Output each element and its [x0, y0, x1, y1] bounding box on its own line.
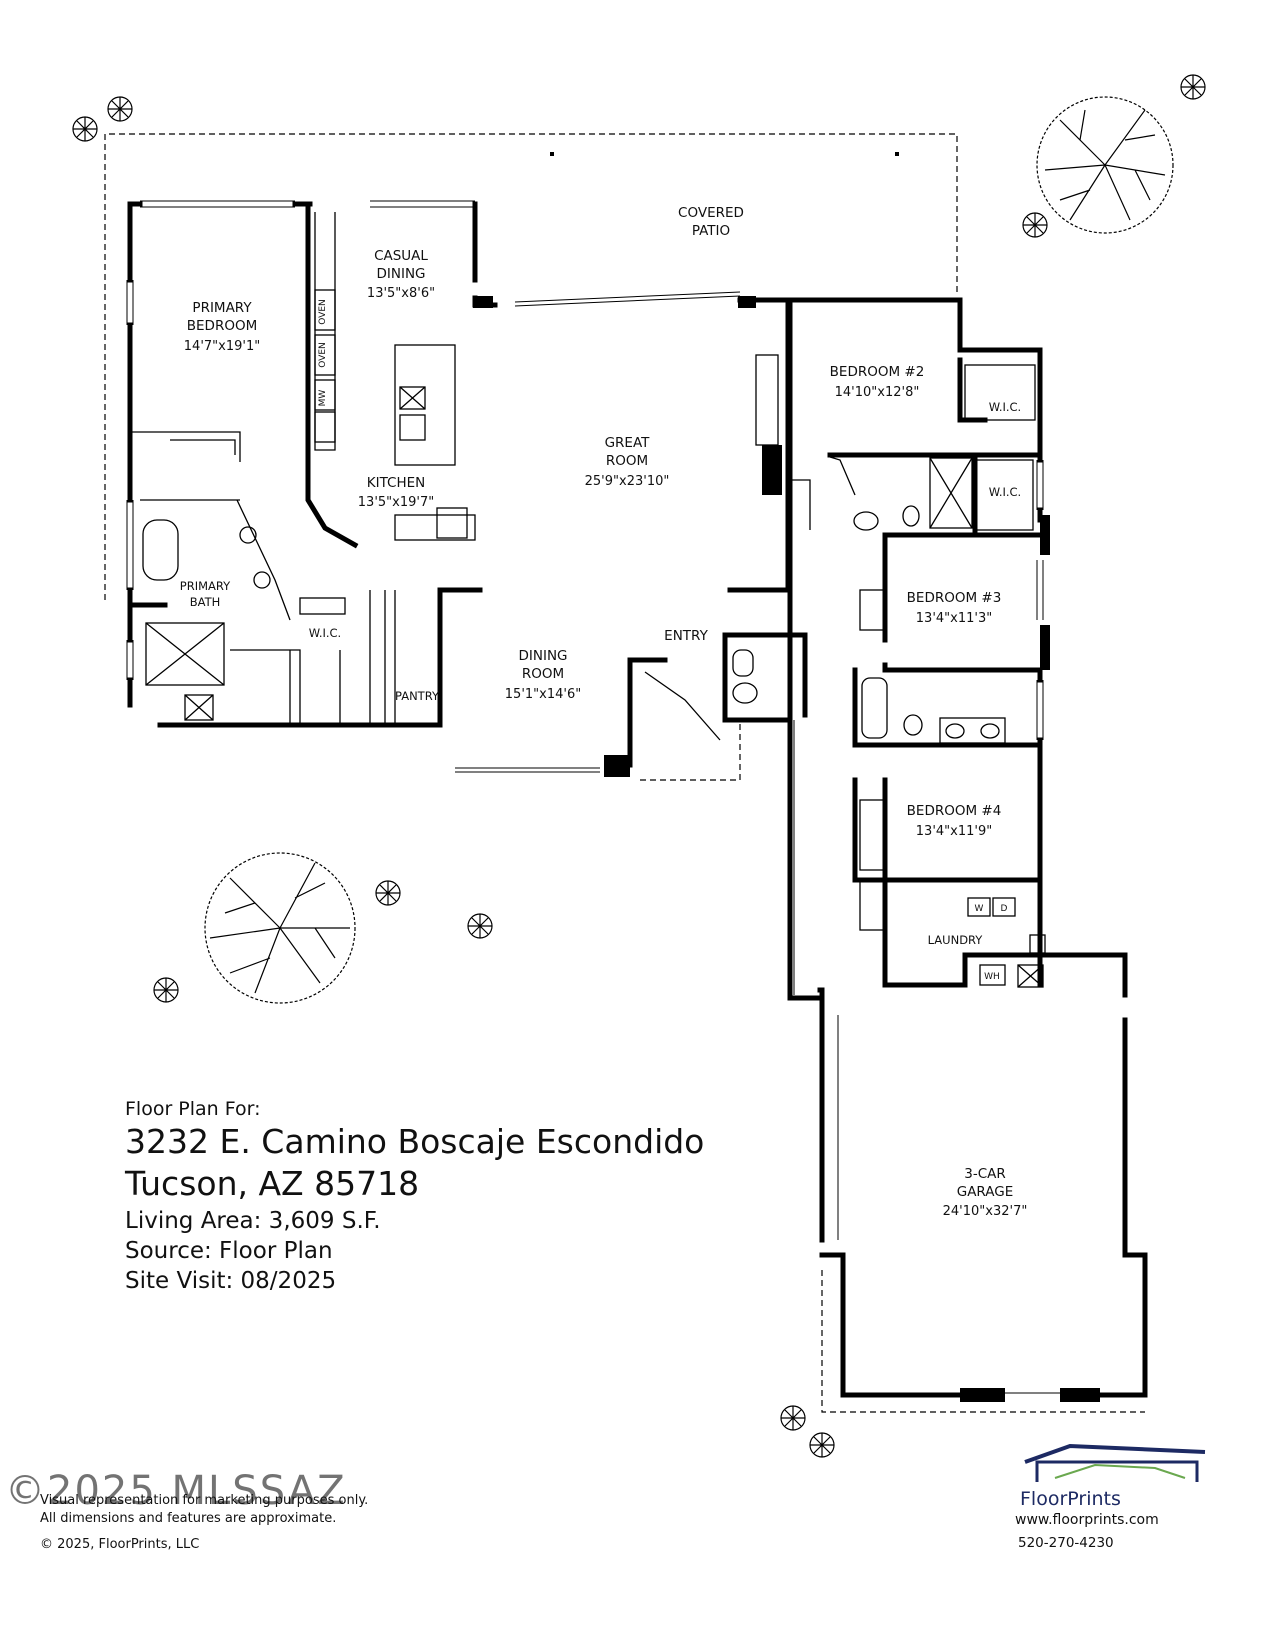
garage-label: 3-CAR: [964, 1166, 1006, 1182]
brand-name: FloorPrints: [1020, 1488, 1121, 1510]
dining-room-label: DINING: [518, 648, 567, 664]
primary-bedroom-label: PRIMARY: [192, 300, 252, 316]
garage-dim: 24'10"x32'7": [943, 1204, 1028, 1219]
shrub: [107, 96, 133, 122]
shrub: [375, 880, 401, 906]
dryer-label: D: [1001, 904, 1008, 914]
appliance-labels: OVEN OVEN MW W D WH: [318, 299, 1008, 982]
bedroom-2-label: BEDROOM #2: [830, 364, 925, 380]
wic-bedroom-2-label: W.I.C.: [989, 400, 1021, 414]
laundry-label: LAUNDRY: [928, 933, 984, 947]
microwave-label: MW: [318, 390, 328, 407]
mls-watermark: ©2025 MLSSAZ: [5, 1468, 347, 1514]
shrub: [72, 116, 98, 142]
great-room-label: GREAT: [605, 435, 651, 451]
bedroom-2-dim: 14'10"x12'8": [835, 385, 920, 400]
casual-dining-dim: 13'5"x8'6": [367, 286, 435, 301]
shrub: [1180, 74, 1206, 100]
room-labels: COVERED PATIO CASUAL DINING 13'5"x8'6" P…: [180, 205, 1028, 1219]
casual-dining-label: CASUAL: [374, 248, 428, 264]
great-room-label: ROOM: [606, 453, 648, 469]
address-line-1: 3232 E. Camino Boscaje Escondido: [125, 1122, 705, 1161]
covered-patio-outline: [104, 133, 958, 600]
primary-bath-label: BATH: [190, 595, 221, 609]
wic-hall-label: W.I.C.: [989, 485, 1021, 499]
bedroom-3-dim: 13'4"x11'3": [916, 611, 992, 626]
floorprints-logo: [1024, 1443, 1206, 1482]
washer-label: W: [975, 904, 984, 914]
bedroom-4-label: BEDROOM #4: [907, 803, 1002, 819]
shrub: [153, 977, 179, 1003]
primary-bedroom-dim: 14'7"x19'1": [184, 339, 260, 354]
brand-url: www.floorprints.com: [1015, 1512, 1159, 1528]
living-area: Living Area: 3,609 S.F.: [125, 1208, 381, 1234]
floor-plan-heading: Floor Plan For:: [125, 1098, 261, 1120]
kitchen-dim: 13'5"x19'7": [358, 495, 434, 510]
garage-label: GARAGE: [957, 1184, 1014, 1200]
covered-patio-label: PATIO: [692, 223, 730, 239]
wic-primary-label: W.I.C.: [309, 626, 341, 640]
oven-label: OVEN: [318, 299, 328, 325]
shrub: [809, 1432, 835, 1458]
tree-large-sw: [204, 852, 356, 1004]
shrub: [780, 1405, 806, 1431]
dining-room-label: ROOM: [522, 666, 564, 682]
shrub: [467, 913, 493, 939]
landscape-trees: [72, 74, 1206, 1458]
interior-details: [126, 200, 1145, 1413]
patio-post: [550, 152, 554, 156]
brand-phone: 520-270-4230: [1018, 1535, 1114, 1551]
disclaimer-line-1: Visual representation for marketing purp…: [40, 1493, 369, 1508]
patio-post: [895, 152, 899, 156]
address-line-2: Tucson, AZ 85718: [125, 1164, 420, 1203]
casual-dining-label: DINING: [376, 266, 425, 282]
bedroom-3-label: BEDROOM #3: [907, 590, 1002, 606]
pantry-label: PANTRY: [395, 689, 440, 703]
copyright: © 2025, FloorPrints, LLC: [40, 1537, 200, 1552]
covered-patio-label: COVERED: [678, 205, 744, 221]
shrub: [1022, 212, 1048, 238]
oven-label: OVEN: [318, 342, 328, 368]
kitchen-label: KITCHEN: [367, 475, 426, 491]
site-visit: Site Visit: 08/2025: [125, 1268, 337, 1294]
primary-bedroom-label: BEDROOM: [187, 318, 257, 334]
primary-bath-label: PRIMARY: [180, 579, 231, 593]
dining-room-dim: 15'1"x14'6": [505, 687, 581, 702]
tree-large-ne: [1036, 96, 1174, 234]
source: Source: Floor Plan: [125, 1238, 333, 1264]
water-heater-label: WH: [984, 972, 1000, 982]
disclaimer-line-2: All dimensions and features are approxim…: [40, 1511, 337, 1526]
entry-label: ENTRY: [664, 628, 708, 644]
bedroom-4-dim: 13'4"x11'9": [916, 824, 992, 839]
great-room-dim: 25'9"x23'10": [585, 474, 670, 489]
